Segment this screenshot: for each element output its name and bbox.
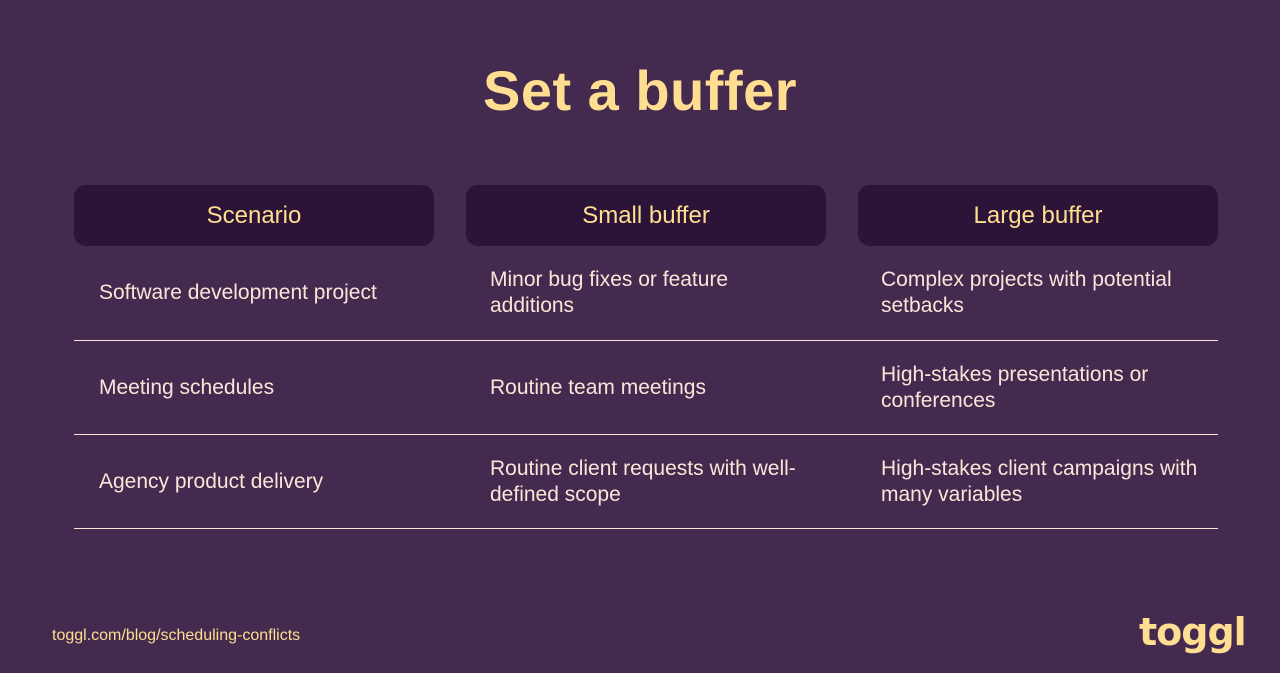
cell-scenario: Software development project <box>99 281 377 304</box>
header-small-buffer: Small buffer <box>466 185 826 246</box>
page-title: Set a buffer <box>482 59 798 122</box>
cell-large-buffer: High-stakes client campaigns with many v… <box>881 456 1198 506</box>
table-row: Meeting schedules Routine team meetings … <box>74 341 1218 435</box>
table-row: Agency product delivery Routine client r… <box>74 435 1218 529</box>
buffer-table: Scenario Small buffer Large buffer Softw… <box>74 185 1218 529</box>
cell-scenario: Agency product delivery <box>99 469 324 493</box>
source-url: toggl.com/blog/scheduling-conflicts <box>52 627 301 644</box>
cell-scenario: Meeting schedules <box>99 375 275 399</box>
table-header-row: Scenario Small buffer Large buffer <box>74 185 1218 246</box>
cell-large-buffer: Complex projects with potential setbacks <box>881 268 1172 317</box>
header-large-buffer: Large buffer <box>858 185 1218 246</box>
toggl-logo: toggl <box>1139 610 1247 654</box>
cell-small-buffer: Routine team meetings <box>490 375 706 399</box>
cell-large-buffer: High-stakes presentations or conferences <box>881 362 1149 412</box>
header-scenario: Scenario <box>74 185 434 246</box>
table-row: Software development project Minor bug f… <box>74 246 1218 341</box>
cell-small-buffer: Minor bug fixes or feature additions <box>490 268 729 317</box>
cell-small-buffer: Routine client requests with well-define… <box>490 456 796 506</box>
